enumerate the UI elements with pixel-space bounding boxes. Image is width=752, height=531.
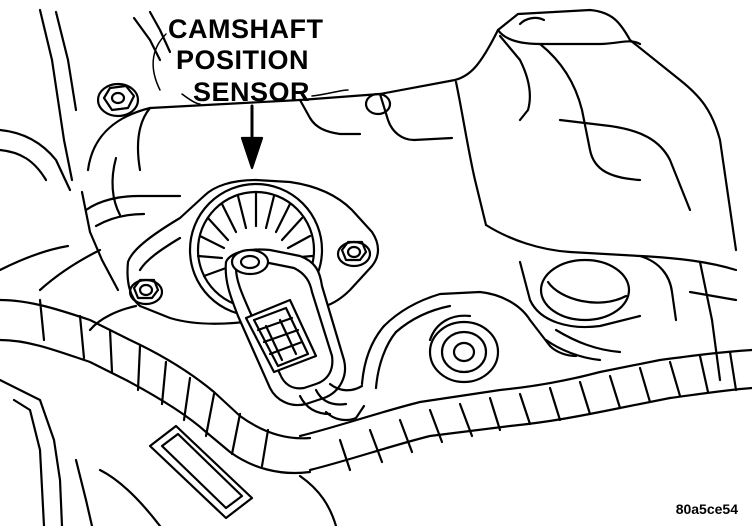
figure-code: 80a5ce54 <box>675 501 738 517</box>
callout-label-line-3: SENSOR <box>193 77 311 107</box>
engine-cover <box>0 10 736 380</box>
sensor-body <box>190 184 322 316</box>
wiring-harness <box>300 292 752 470</box>
callout-arrow <box>153 34 348 168</box>
lower-harness <box>0 246 336 526</box>
callout-label-line-2: POSITION <box>176 45 310 75</box>
sensor-connector <box>226 250 364 421</box>
callout-label-line-1: CAMSHAFT <box>168 14 324 44</box>
sensor-mounting-plate <box>128 180 379 324</box>
